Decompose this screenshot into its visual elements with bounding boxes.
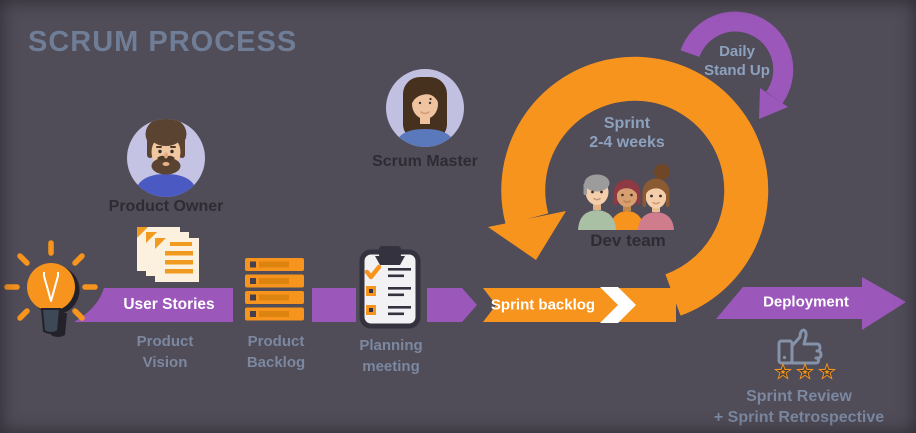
product-owner-avatar (127, 119, 205, 197)
backlog-stack-icon (245, 258, 304, 321)
sprint-backlog-label: Sprint backlog (490, 296, 596, 314)
three-stars-icon (773, 362, 837, 380)
dev-team-label: Dev team (590, 231, 666, 250)
deployment-arrow (716, 277, 906, 330)
daily-standup-label: Daily Stand Up (704, 43, 770, 79)
page-title: SCRUM PROCESS (28, 26, 298, 58)
user-stories-label: User Stories (123, 296, 215, 313)
flow-band-chevron (427, 288, 477, 322)
product-backlog-label: Product Backlog (246, 333, 306, 371)
clipboard-icon (359, 246, 421, 329)
lightbulb-rays (4, 240, 98, 321)
scrum-master-label: Scrum Master (372, 153, 478, 170)
sprint-duration-label: Sprint 2-4 weeks (589, 115, 665, 151)
daily-standup-arrow (680, 11, 794, 119)
deployment-label: Deployment (763, 293, 849, 311)
scrum-master-avatar (386, 69, 464, 147)
dev-member-left (578, 174, 616, 230)
sticky-notes-icon (137, 227, 199, 282)
sprint-cycle-arrow (488, 56, 769, 316)
planning-meeting-label: Planning meeting (359, 337, 423, 375)
product-owner-label: Product Owner (108, 198, 224, 215)
white-chevron-icon (600, 287, 636, 323)
lightbulb-icon (4, 240, 98, 337)
user-stories-band (74, 288, 233, 322)
sprint-review-label: Sprint Review + Sprint Retrospective (713, 388, 885, 426)
flow-band-segment (312, 288, 356, 322)
dev-member-right (638, 164, 674, 230)
dev-member-middle (610, 179, 644, 230)
sprint-backlog-band (483, 287, 676, 323)
product-vision-label: Product Vision (136, 333, 194, 371)
thumbs-up-icon (777, 328, 823, 365)
dev-team-avatars (578, 164, 674, 230)
